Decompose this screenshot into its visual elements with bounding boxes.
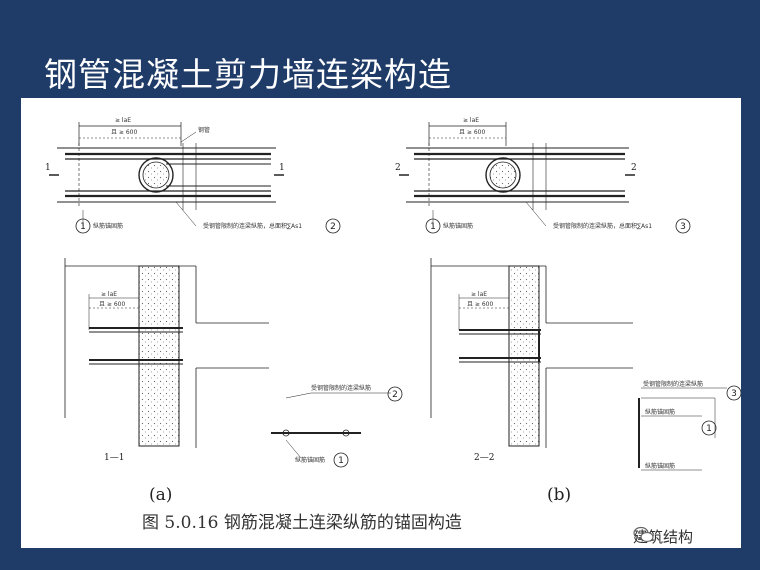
slide-title: 钢管混凝土剪力墙连梁构造 (44, 55, 452, 94)
a-detail-callout-num: 2 (392, 390, 398, 400)
drawing-figure: ≥ laE 且 ≥ 600 钢管 1 1 1 纵筋锚固筋 受钢管限制的连梁纵筋，… (21, 98, 741, 548)
b-detail-callout: 受钢管限制的连梁纵筋 (643, 380, 703, 388)
b-callout3-num: 3 (680, 222, 686, 232)
b-callout1: 纵筋锚固筋 (443, 222, 473, 230)
a-dim-sub: 且 ≥ 600 (111, 129, 137, 136)
b-detail-label-2: 纵筋锚固筋 (645, 462, 675, 470)
panel-b-section (430, 258, 633, 448)
panel-a-plan (49, 122, 341, 234)
a-callout1-num: 1 (80, 222, 86, 232)
panel-a-detail (271, 386, 403, 468)
watermark: 建筑结构 (633, 526, 693, 547)
a-section-dim-sub: 且 ≥ 600 (99, 301, 125, 308)
a-section-mark-right: 1 (279, 163, 285, 173)
a-detail-bottom: 纵筋锚固筋 (295, 456, 325, 464)
a-detail-bottom-num: 1 (338, 456, 344, 466)
b-callout1-num: 1 (430, 222, 436, 232)
panel-a-label: (a) (149, 485, 173, 505)
b-detail-callout-num: 3 (731, 389, 737, 399)
b-section-mark-left: 2 (395, 163, 401, 173)
a-callout1: 纵筋锚固筋 (93, 222, 123, 230)
a-section-dim-top: ≥ laE (101, 291, 117, 298)
b-section-dim-top: ≥ laE (471, 291, 487, 298)
a-detail-callout: 受钢管限制的连梁纵筋 (311, 384, 371, 392)
b-detail-label-1: 纵筋锚固筋 (645, 408, 675, 416)
a-steel-tube-label: 钢管 (198, 126, 210, 134)
a-section-mark-left: 1 (45, 163, 51, 173)
panel-b-label: (b) (547, 485, 572, 505)
a-dim-top: ≥ laE (115, 117, 131, 124)
a-section-label: 1—1 (104, 453, 124, 463)
b-detail-num-1: 1 (706, 424, 712, 434)
b-section-dim-sub: 且 ≥ 600 (467, 301, 493, 308)
panel-b-detail (638, 385, 741, 471)
figure-caption: 图 5.0.16 钢筋混凝土连梁纵筋的锚固构造 (142, 513, 462, 533)
b-callout3: 受钢管限制的连梁纵筋，总面积∑As1 (553, 222, 652, 230)
b-section-mark-right: 2 (631, 163, 637, 173)
wechat-icon (633, 526, 654, 543)
panel-a-section (64, 258, 269, 448)
b-section-label: 2—2 (474, 453, 494, 463)
construction-drawing: ≥ laE 且 ≥ 600 钢管 1 1 1 纵筋锚固筋 受钢管限制的连梁纵筋，… (45, 117, 741, 471)
panel-b-plan (399, 122, 691, 234)
b-dim-top: ≥ laE (463, 117, 479, 124)
a-callout2: 受钢管限制的连梁纵筋，总面积∑As1 (203, 222, 302, 230)
a-callout2-num: 2 (330, 222, 336, 232)
b-dim-sub: 且 ≥ 600 (459, 129, 485, 136)
